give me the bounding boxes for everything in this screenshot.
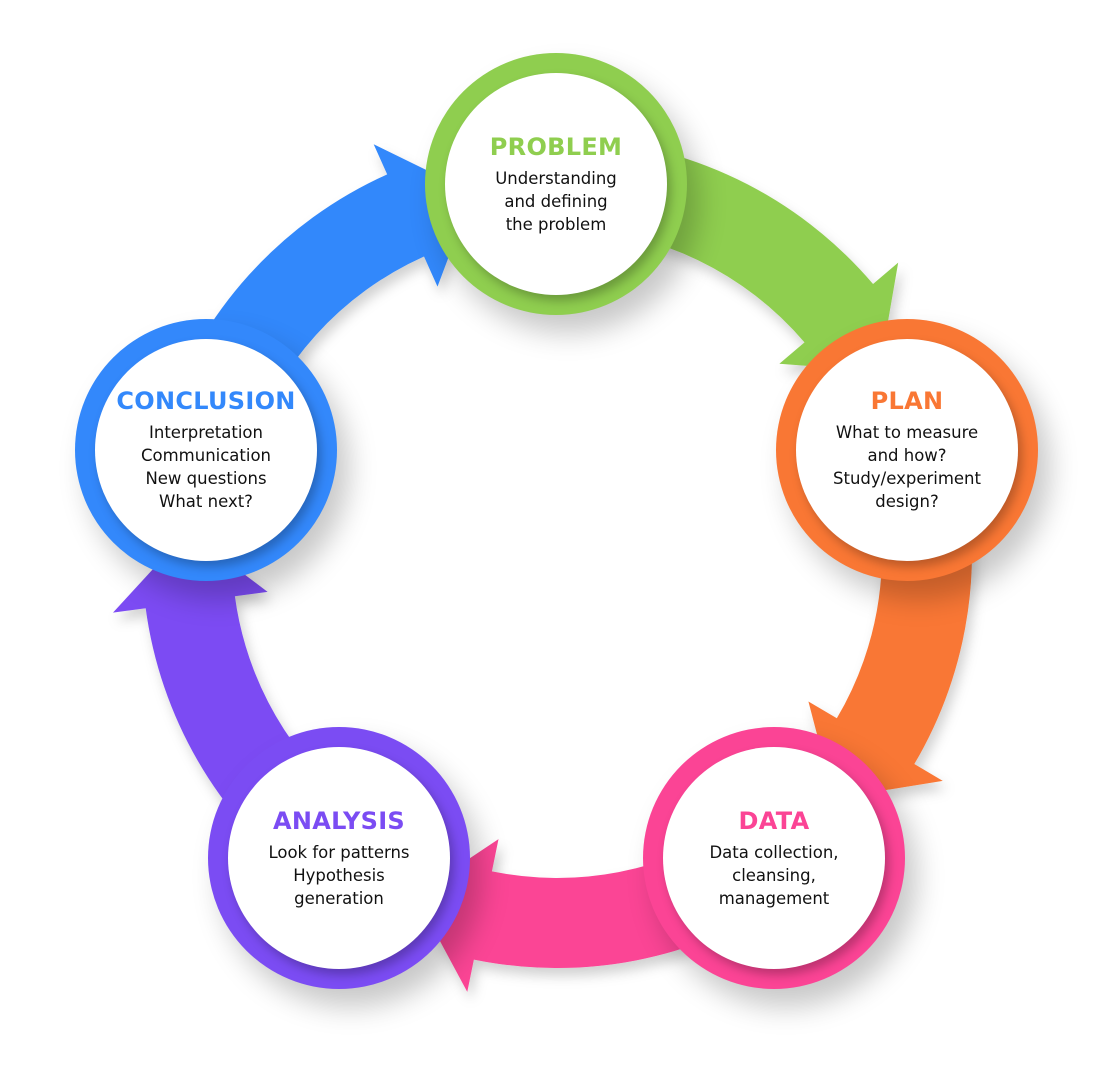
stage-title: ANALYSIS [272,806,406,835]
stage-description-line: Hypothesis [293,865,385,885]
stage-node-plan: PLAN What to measure and how? Study/experim… [776,319,1038,581]
stage-description-line: Interpretation [149,423,263,442]
stage-description-line: generation [294,888,384,908]
stage-node-problem: PROBLEM Understanding and defining the prob… [425,53,687,315]
stage-description-line: the problem [505,214,607,234]
stage-title: DATA [738,806,810,835]
stage-content: DATA Data collection, cleansing, management [663,747,885,969]
stage-title: PLAN [870,387,944,415]
stage-description-line: What next? [159,492,253,511]
stage-title: CONCLUSION [116,387,296,415]
stage-description-line: and how? [867,446,947,465]
stage-description-line: Communication [140,446,272,465]
stage-description-line: Understanding [495,168,617,188]
stage-content: PLAN What to measure and how? Study/experim… [796,339,1018,561]
stage-description-line: Data collection, [709,842,839,862]
stage-description-line: cleansing, [732,865,816,885]
stage-content: PROBLEM Understanding and defining the prob… [445,73,667,295]
stage-description-line: What to measure [835,423,979,442]
stage-description-line: design? [875,492,939,511]
stage-title: PROBLEM [489,132,623,161]
stage-description-line: Look for patterns [268,842,410,862]
stage-description-line: and defining [504,191,608,211]
stage-description-line: New questions [145,469,267,488]
stage-description-line: management [718,888,830,908]
stage-description-line: Study/experiment [833,469,981,488]
stage-node-data: DATA Data collection, cleansing, management [643,727,905,989]
